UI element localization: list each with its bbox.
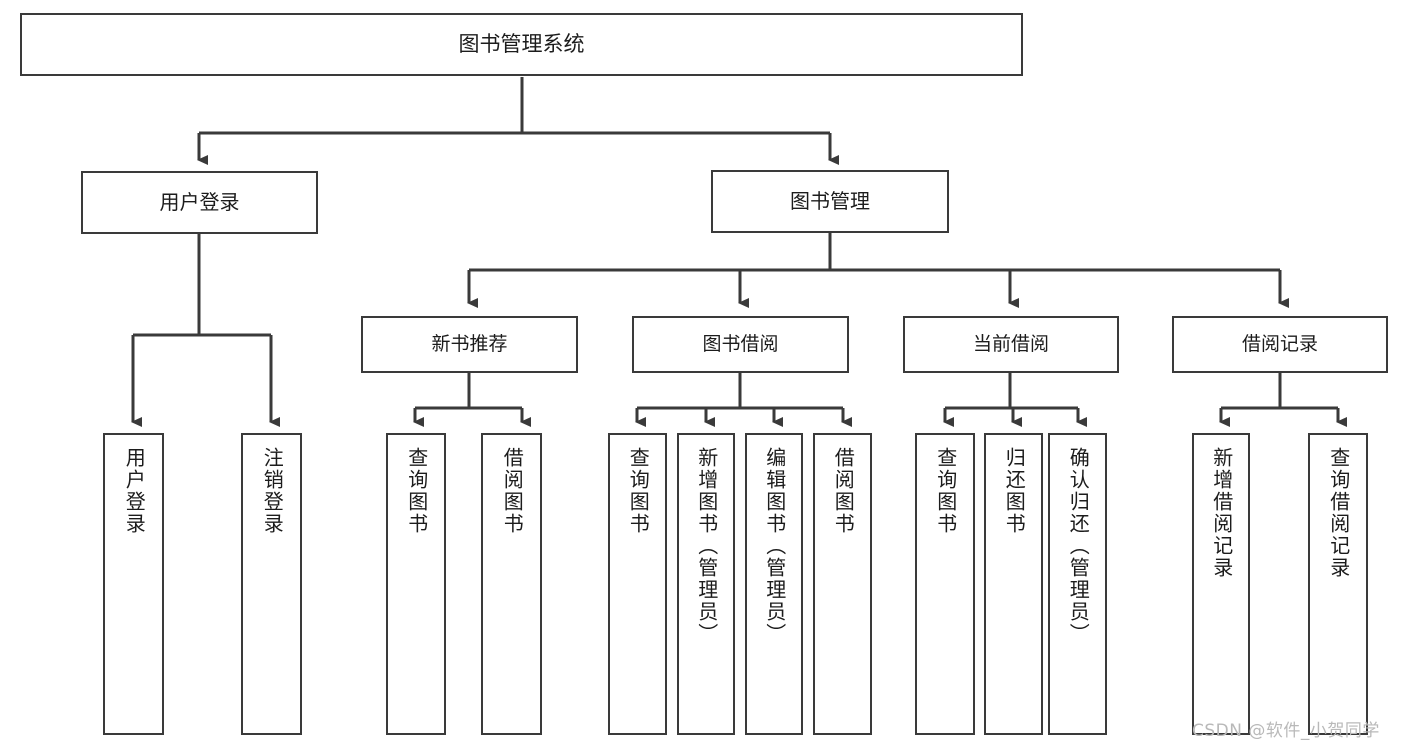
node-root-label: 图书管理系统 <box>458 32 585 57</box>
node-book-borrow[interactable]: 图书借阅 <box>632 316 849 373</box>
leaf-return-book-label: 归还图书 <box>1002 447 1027 535</box>
leaf-confirm-return[interactable]: 确认归还（管理员） <box>1048 433 1107 735</box>
leaf-user-logout[interactable]: 注销登录 <box>241 433 302 735</box>
leaf-query-book-borrow[interactable]: 查询图书 <box>608 433 667 735</box>
leaf-query-book-recommend-label: 查询图书 <box>404 447 429 535</box>
node-book-manage-label: 图书管理 <box>790 188 870 213</box>
leaf-borrow-book-label: 借阅图书 <box>831 447 856 535</box>
node-book-borrow-label: 图书借阅 <box>702 333 779 356</box>
node-current-borrow[interactable]: 当前借阅 <box>903 316 1119 373</box>
node-user-login-label: 用户登录 <box>159 189 240 214</box>
leaf-edit-book-label: 编辑图书（管理员） <box>762 447 787 645</box>
leaf-query-book-current[interactable]: 查询图书 <box>915 433 975 735</box>
leaf-return-book[interactable]: 归还图书 <box>984 433 1043 735</box>
node-new-book-recommend-label: 新书推荐 <box>431 333 508 356</box>
leaf-add-book[interactable]: 新增图书（管理员） <box>677 433 735 735</box>
leaf-borrow-book-recommend[interactable]: 借阅图书 <box>481 433 542 735</box>
leaf-user-logout-label: 注销登录 <box>260 447 285 535</box>
leaf-confirm-return-label: 确认归还（管理员） <box>1066 447 1091 645</box>
node-book-manage[interactable]: 图书管理 <box>711 170 949 233</box>
leaf-borrow-book[interactable]: 借阅图书 <box>813 433 872 735</box>
node-borrow-record-label: 借阅记录 <box>1241 333 1318 356</box>
node-borrow-record[interactable]: 借阅记录 <box>1172 316 1388 373</box>
node-root[interactable]: 图书管理系统 <box>20 13 1023 76</box>
leaf-query-book-recommend[interactable]: 查询图书 <box>386 433 446 735</box>
leaf-add-borrow-record[interactable]: 新增借阅记录 <box>1192 433 1250 735</box>
leaf-user-login-label: 用户登录 <box>122 447 147 535</box>
leaf-query-borrow-record-label: 查询借阅记录 <box>1326 447 1351 579</box>
leaf-user-login[interactable]: 用户登录 <box>103 433 164 735</box>
leaf-edit-book[interactable]: 编辑图书（管理员） <box>745 433 803 735</box>
leaf-query-borrow-record[interactable]: 查询借阅记录 <box>1308 433 1368 735</box>
node-current-borrow-label: 当前借阅 <box>972 333 1049 356</box>
leaf-borrow-book-recommend-label: 借阅图书 <box>500 447 525 535</box>
leaf-query-book-current-label: 查询图书 <box>933 447 958 535</box>
leaf-add-book-label: 新增图书（管理员） <box>694 447 719 645</box>
node-new-book-recommend[interactable]: 新书推荐 <box>361 316 578 373</box>
node-user-login[interactable]: 用户登录 <box>81 171 318 234</box>
csdn-watermark: CSDN @软件_小贺同学 <box>1192 721 1380 741</box>
leaf-query-book-borrow-label: 查询图书 <box>626 447 651 535</box>
leaf-add-borrow-record-label: 新增借阅记录 <box>1209 447 1234 579</box>
